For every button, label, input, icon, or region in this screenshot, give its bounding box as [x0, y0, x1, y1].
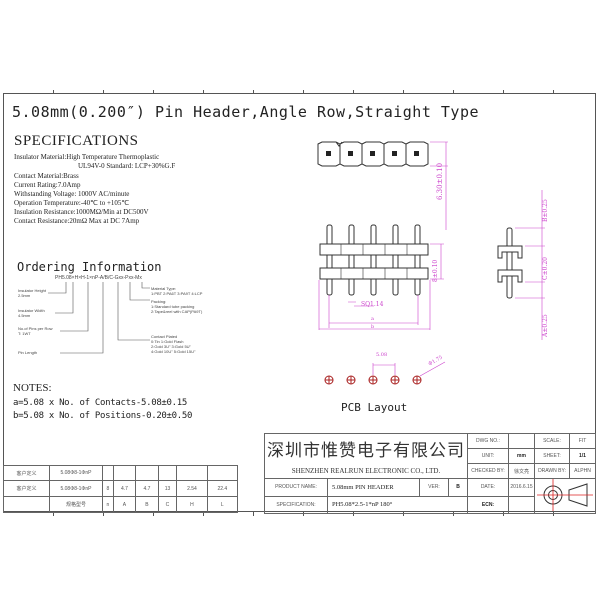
- dim-side-a: A±0.25: [542, 314, 549, 337]
- spec-line: Contact Material:Brass: [14, 172, 79, 180]
- ordering-code: PH5.08×H×H-1×nP-A/B/C-Gxx-Pxx-Mx: [55, 275, 142, 281]
- spec-line: Insulation Resistance:1000MΩ/Min at DC50…: [14, 208, 149, 216]
- dim-pin-size: SQ1.14: [361, 301, 384, 308]
- ordering-leader-lines: [48, 282, 150, 354]
- company-en: SHENZHEN REALRUN ELECTRONIC CO., LTD.: [264, 463, 468, 479]
- company-cn: 深圳市惟赞电子有限公司: [264, 433, 468, 464]
- dim-top-height: 6.30±0.10: [436, 162, 444, 200]
- ordering-heading: Ordering Information: [17, 260, 162, 274]
- side-view: [497, 190, 545, 340]
- material-type-label: Material Type:1:PBT 2:PA6T 3:PA9T 4:LCP: [151, 286, 203, 296]
- top-and-front-view: [317, 141, 448, 330]
- dim-pitch: 5.08: [376, 352, 388, 358]
- notes-heading: NOTES:: [13, 382, 52, 394]
- dim-b: b: [371, 324, 375, 330]
- top-ruler: [3, 90, 596, 94]
- pcb-layout-label: PCB Layout: [341, 401, 408, 414]
- third-angle-projection-icon: [537, 479, 593, 511]
- note-line: b=5.08 x No. of Positions-0.20±0.50: [13, 411, 193, 421]
- dim-a: a: [371, 316, 374, 322]
- spec-line: Current Rating:7.0Amp: [14, 181, 81, 189]
- pcb-layout-holes: [324, 361, 446, 385]
- spec-line: Contact Resistance:20mΩ Max at DC 7Amp: [14, 217, 140, 225]
- dim-side-b: B±0.25: [542, 199, 549, 222]
- bottom-ruler: [3, 512, 596, 516]
- dim-front-insulator: 8±0.10: [432, 259, 439, 282]
- spec-line: UL94V-0 Standard: LCP+30%G.F: [78, 162, 176, 170]
- spec-line: Insulator Material:High Temperature Ther…: [14, 153, 160, 161]
- spec-line: Withstanding Voltage: 1000V AC/minute: [14, 190, 130, 198]
- title-block: 深圳市惟赞电子有限公司 DWG NO.: SCALE: FIT UNIT: mm…: [264, 433, 596, 514]
- pin-length-label: Pin Length: [18, 350, 38, 355]
- drawing-title: 5.08mm(0.200″) Pin Header,Angle Row,Stra…: [12, 103, 480, 121]
- spec-line: Operation Temperature:-40℃ to +105℃: [14, 199, 130, 207]
- dim-side-c: C±0.20: [542, 257, 549, 280]
- specifications-heading: SPECIFICATIONS: [14, 133, 139, 149]
- projection-symbol-cell: [534, 478, 596, 514]
- note-line: a=5.08 x No. of Contacts-5.08±0.15: [13, 398, 188, 408]
